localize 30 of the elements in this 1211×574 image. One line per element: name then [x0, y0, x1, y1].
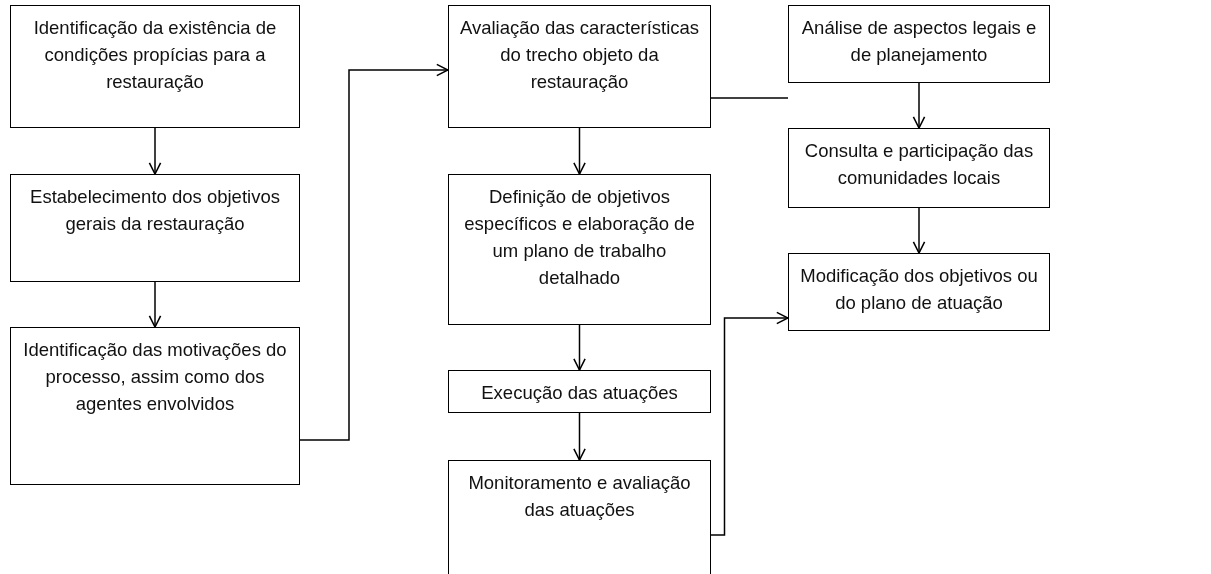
arrow	[912, 82, 926, 129]
process-box	[788, 5, 1050, 83]
box-text: Execução das atuações	[481, 381, 678, 405]
connector-line	[710, 97, 789, 99]
box-text: Análise de aspectos legais e de planejamento	[800, 16, 1038, 67]
process-box	[448, 174, 711, 325]
arrow	[912, 207, 926, 254]
arrow	[299, 63, 449, 441]
process-box	[10, 327, 300, 485]
process-box	[448, 460, 711, 574]
arrow	[710, 311, 789, 536]
box-text: Consulta e participação das comunidades locais	[803, 139, 1035, 190]
box-text: Definição de objetivos específicos e elaboração de um plano de trabalho detalhado	[463, 185, 696, 290]
box-text: Monitoramento e avaliação das atuações	[467, 471, 692, 522]
arrow	[573, 412, 586, 461]
box-text: Avaliação das características do trecho objeto da restauração	[459, 16, 700, 94]
box-text: Modificação dos objetivos ou do plano de atuação	[799, 264, 1039, 315]
box-text: Identificação das motivações do processo, assim como dos agentes envolvidos	[22, 338, 288, 416]
process-box	[448, 5, 711, 128]
arrow	[573, 127, 586, 175]
arrow	[148, 127, 162, 175]
process-box	[788, 253, 1050, 331]
process-box	[10, 5, 300, 128]
box-text: Identificação da existência de condições propícias para a restauração	[32, 16, 278, 94]
process-box	[788, 128, 1050, 208]
process-box	[10, 174, 300, 282]
arrow	[573, 324, 586, 371]
arrow	[148, 281, 162, 328]
box-text: Estabelecimento dos objetivos gerais da restauração	[29, 185, 281, 236]
process-box	[448, 370, 711, 413]
